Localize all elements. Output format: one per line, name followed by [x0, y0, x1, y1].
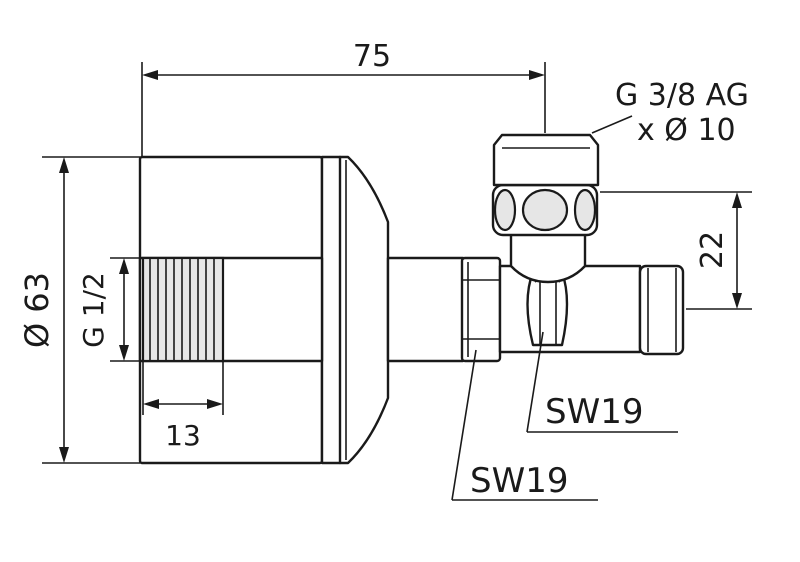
dimension-13: 13	[142, 361, 224, 452]
wrench-size-lower-label: SW19	[470, 461, 568, 501]
dimension-g-half: G 1/2	[77, 257, 140, 362]
lower-hex-nut	[460, 256, 502, 363]
top-outlet-fitting	[492, 133, 600, 187]
wrench-size-upper-label: SW19	[545, 392, 643, 432]
dimension-g-half-label: G 1/2	[77, 272, 110, 348]
wrench-size-upper-callout: SW19	[526, 331, 678, 433]
dimension-13-label: 13	[165, 419, 201, 452]
dimension-22: 22	[600, 191, 752, 310]
dimension-diameter-63-label: Ø 63	[18, 272, 56, 348]
wrench-size-lower-callout: SW19	[451, 349, 598, 501]
dimension-diameter-63: Ø 63	[18, 156, 140, 464]
upper-hex-nut	[491, 183, 599, 237]
inlet-thread	[141, 256, 225, 363]
riser-neck	[509, 232, 587, 284]
thread-outlet-callout: G 3/8 AG x Ø 10	[591, 78, 749, 148]
thread-outlet-label-1: G 3/8 AG	[615, 78, 749, 113]
thread-outlet-label-2: x Ø 10	[637, 113, 736, 148]
connecting-tube	[386, 256, 465, 363]
dimension-75-label: 75	[353, 39, 391, 74]
dimension-75: 75	[141, 39, 546, 157]
dimension-22-label: 22	[695, 231, 730, 269]
